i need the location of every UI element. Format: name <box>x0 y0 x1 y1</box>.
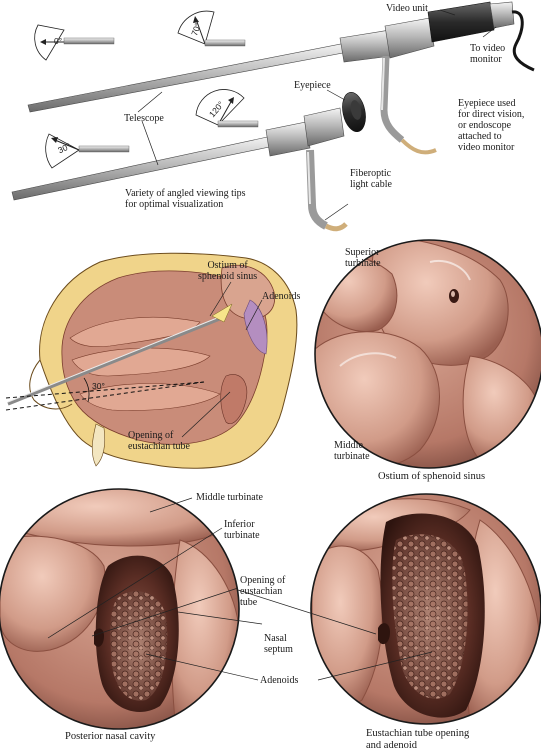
top-leader-lines <box>137 9 497 221</box>
video-endoscope <box>27 1 535 155</box>
angle-label-0: 0° <box>54 36 63 46</box>
angle-diagram-70 <box>177 10 246 47</box>
view-posterior-nasal-cavity <box>0 489 239 729</box>
label-adenoids-bottom: Adenoids <box>260 675 299 686</box>
sagittal-section <box>5 252 298 469</box>
bottom-leader-lines <box>47 497 433 681</box>
label-video-unit: Video unit <box>386 3 428 14</box>
caption-posterior-nasal-cavity: Posterior nasal cavity <box>65 731 156 742</box>
label-middle-turbinate-bottom: Middle turbinate <box>196 492 263 503</box>
angle-diagram-0 <box>34 24 115 61</box>
label-eyepiece: Eyepiece <box>294 80 331 91</box>
label-telescope: Telescope <box>124 113 164 124</box>
caption-sphenoid-ostium: Ostium of sphenoid sinus <box>378 471 486 482</box>
angle-diagram-120 <box>195 89 259 128</box>
label-scope-angle: 30° <box>92 381 105 391</box>
label-adenoids-sagittal: Adenoids <box>262 291 301 302</box>
angle-diagram-30 <box>45 133 130 169</box>
eyepiece-endoscope <box>11 92 366 232</box>
